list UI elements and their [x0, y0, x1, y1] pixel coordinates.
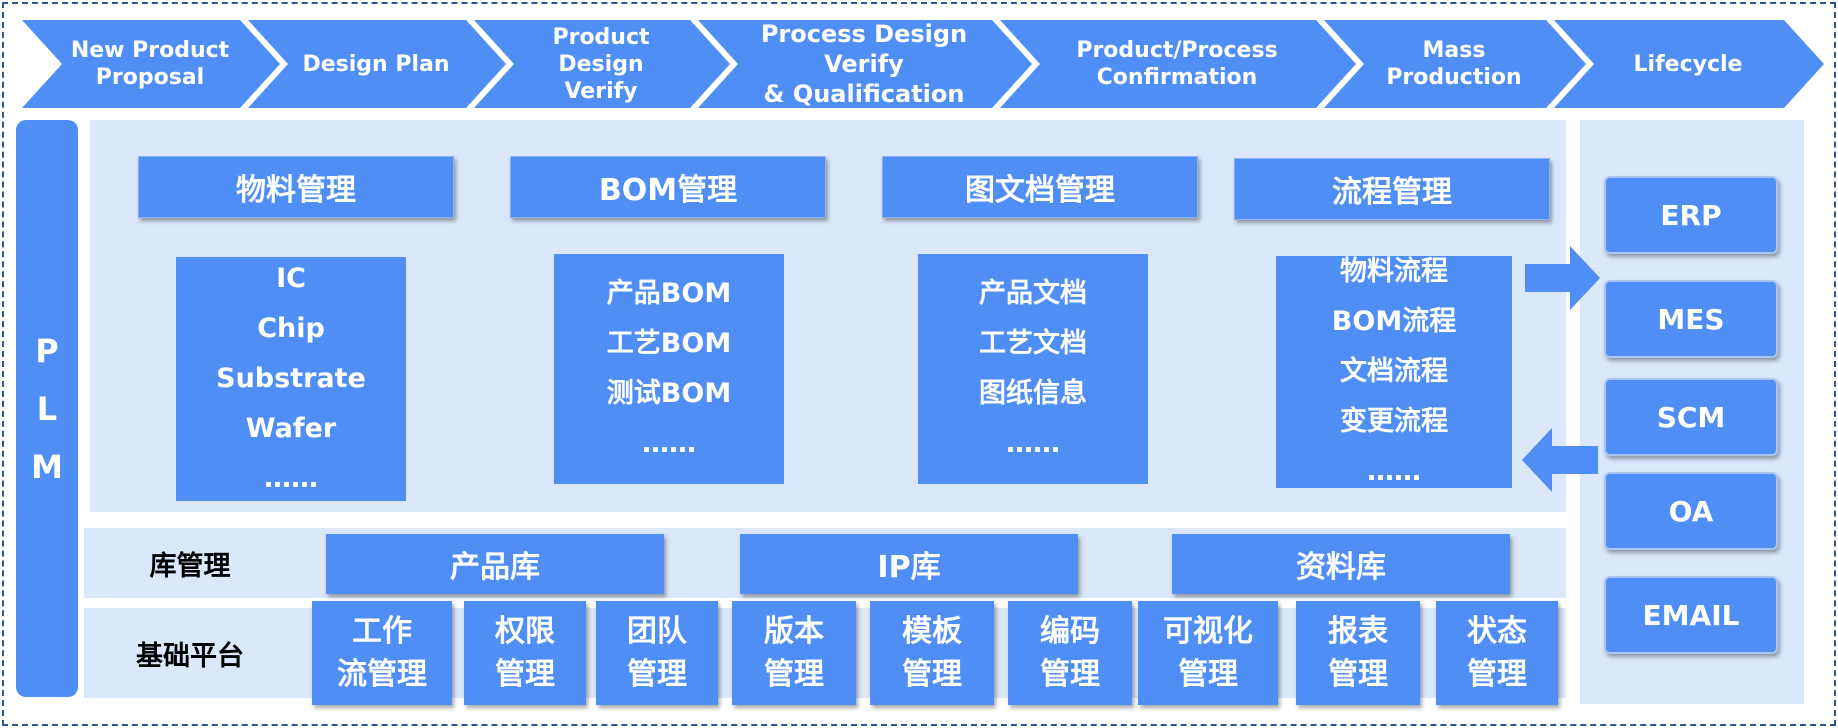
stage-label-1: New Product Proposal [70, 38, 230, 90]
library-ip: IP库 [740, 534, 1078, 594]
module-header-process: 流程管理 [1234, 158, 1550, 220]
plm-letter-l: L [36, 389, 58, 428]
list-item: 工艺BOM [606, 328, 732, 359]
stage-label-3: Product Design Verify [552, 24, 650, 104]
module-header-material: 物料管理 [138, 156, 454, 218]
list-item: 测试BOM [606, 378, 732, 409]
stage-label-6: Mass Production [1386, 38, 1522, 90]
list-item: 产品BOM [606, 278, 732, 309]
module-list-bom: 产品BOM 工艺BOM 测试BOM …… [554, 254, 784, 484]
system-erp: ERP [1604, 176, 1778, 254]
system-scm: SCM [1604, 378, 1778, 456]
library-label: 库管理 [149, 550, 231, 582]
platform-coding: 编码 管理 [1008, 601, 1132, 705]
stage-label-4: Process Design Verify & Qualification [760, 20, 968, 108]
stage-chevron-5 [1000, 20, 1356, 108]
list-item: Substrate [216, 363, 366, 394]
plm-bar: P L M [16, 120, 78, 697]
list-item: 工艺文档 [979, 328, 1087, 359]
list-item: Chip [257, 313, 325, 344]
module-list-documents: 产品文档 工艺文档 图纸信息 …… [918, 254, 1148, 484]
platform-visualization: 可视化 管理 [1138, 601, 1278, 705]
stage-chevrons [22, 20, 1824, 108]
list-item: …… [1006, 428, 1060, 459]
stage-chevron-2 [248, 20, 506, 108]
arrow-left-icon [1522, 428, 1598, 492]
list-item: …… [264, 463, 318, 494]
list-item: …… [1367, 456, 1421, 487]
module-list-process: 物料流程 BOM流程 文档流程 变更流程 …… [1276, 256, 1512, 488]
library-materials: 资料库 [1172, 534, 1510, 594]
stage-label-7: Lifecycle [1633, 51, 1743, 77]
module-list-material: IC Chip Substrate Wafer …… [176, 257, 406, 501]
list-item: BOM流程 [1331, 306, 1457, 337]
stage-chevron-7 [1554, 20, 1824, 108]
system-oa: OA [1604, 472, 1778, 550]
platform-status: 状态 管理 [1436, 601, 1558, 705]
platform-team: 团队 管理 [596, 601, 718, 705]
list-item: 变更流程 [1340, 406, 1448, 437]
system-mes: MES [1604, 280, 1778, 358]
plm-letter-p: P [35, 331, 59, 370]
arrow-right-icon [1525, 246, 1600, 310]
list-item: 产品文档 [979, 278, 1087, 309]
list-item: IC [276, 263, 306, 294]
platform-version: 版本 管理 [732, 601, 856, 705]
stage-label-2: Design Plan [302, 51, 450, 77]
stage-chevron-6 [1324, 20, 1586, 108]
plm-letter-m: M [31, 447, 63, 486]
stage-chevron-3 [474, 20, 730, 108]
platform-workflow: 工作 流管理 [312, 601, 452, 705]
list-item: 物料流程 [1340, 256, 1448, 287]
stage-chevron-1 [22, 20, 280, 108]
system-email: EMAIL [1604, 576, 1778, 654]
stage-chevron-4 [698, 20, 1032, 108]
platform-template: 模板 管理 [870, 601, 994, 705]
integration-arrows [1522, 246, 1600, 492]
list-item: Wafer [245, 413, 337, 444]
library-product: 产品库 [326, 534, 664, 594]
module-header-documents: 图文档管理 [882, 156, 1198, 218]
list-item: …… [642, 428, 696, 459]
list-item: 文档流程 [1340, 356, 1448, 387]
stage-label-5: Product/Process Confirmation [1076, 38, 1278, 90]
module-header-bom: BOM管理 [510, 156, 826, 218]
platform-label: 基础平台 [136, 640, 244, 672]
list-item: 图纸信息 [979, 378, 1087, 409]
platform-permission: 权限 管理 [464, 601, 586, 705]
platform-report: 报表 管理 [1296, 601, 1420, 705]
